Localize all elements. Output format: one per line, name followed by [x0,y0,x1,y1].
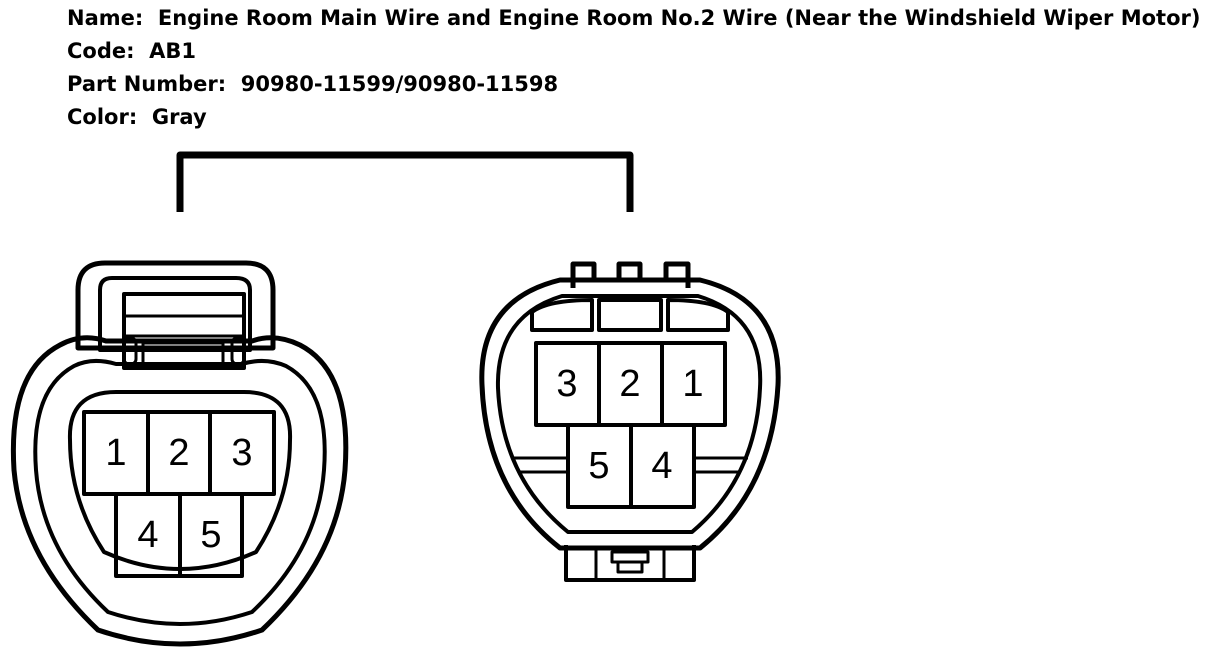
right-bottom-latch [564,545,696,582]
left-pin-label-2: 2 [168,432,189,474]
left-latch-inner [98,276,252,352]
right-top-slots [530,298,730,332]
right-connector [479,261,781,582]
right-lug-3 [663,261,691,288]
color-line: Color: Gray [67,105,207,129]
code-line: Code: AB1 [67,39,197,63]
part-number-line: Part Number: 90980-11599/90980-11598 [67,72,559,96]
right-pin-label-3: 3 [556,363,577,405]
right-slot-right [666,298,730,332]
right-latch-sides [594,550,666,580]
left-pin-label-4: 4 [137,514,158,556]
right-pin-label-2: 2 [619,363,640,405]
connector-pair-bracket [176,151,634,212]
right-terminal-4 [629,423,696,509]
right-pin-label-4: 4 [651,445,672,487]
left-pin-label-1: 1 [105,432,126,474]
right-latch-tab-bottom [616,560,644,574]
left-housing-outer [10,335,349,647]
left-pin-label-5: 5 [200,514,221,556]
right-housing-outer [479,277,781,551]
left-terminal-grid [82,410,276,578]
right-slot-left [530,298,594,332]
right-slot-middle [597,298,663,332]
right-housing-inner [495,294,763,534]
right-pin-label-1: 1 [682,363,703,405]
left-pin-label-3: 3 [231,432,252,474]
left-pin-cavity [67,390,293,571]
right-lug-1 [570,261,597,288]
left-terminal-5 [178,492,244,578]
right-latch-outer [564,545,696,582]
left-connector [10,260,349,647]
left-latch-outer [75,260,276,351]
name-line: Name: Engine Room Main Wire and Engine R… [67,6,1201,30]
right-top-lugs [570,261,691,288]
left-housing-inner [33,359,327,626]
right-lug-2 [616,261,643,280]
right-pin-label-5: 5 [588,445,609,487]
right-terminal-grid [534,341,727,509]
